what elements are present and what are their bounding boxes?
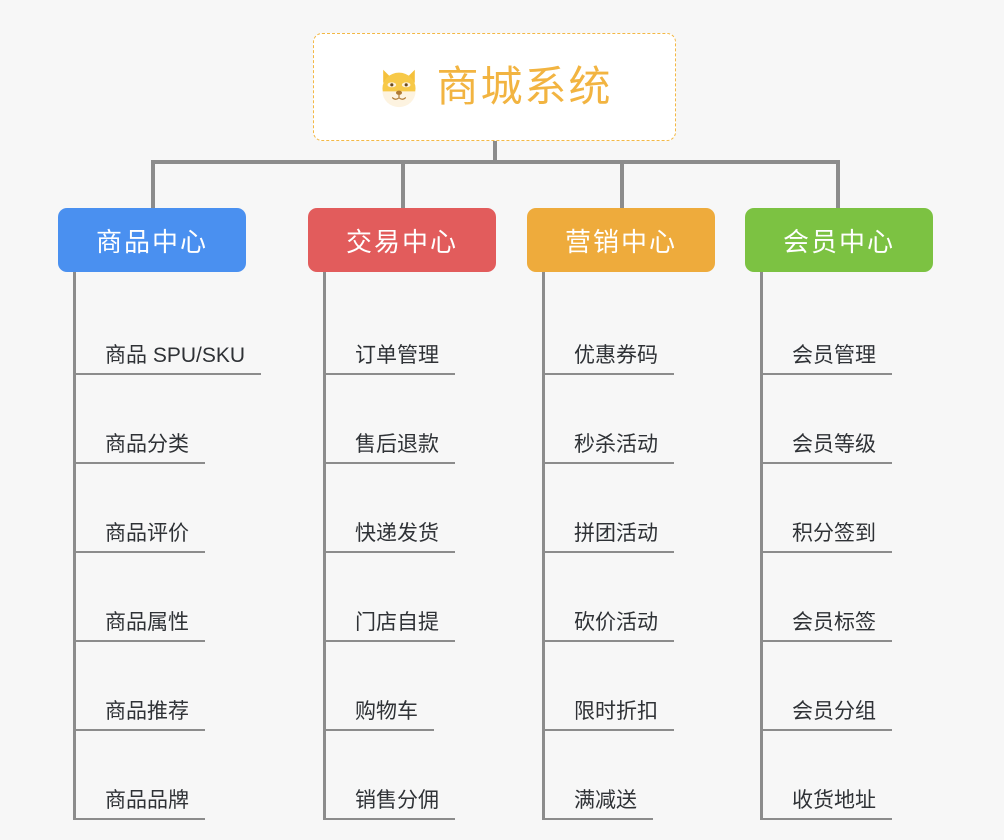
list-item-label: 售后退款 — [355, 432, 439, 456]
list-item[interactable]: 商品推荐 — [75, 642, 246, 731]
list-item[interactable]: 会员管理 — [762, 286, 933, 375]
list-item[interactable]: 秒杀活动 — [544, 375, 715, 464]
list-item[interactable]: 限时折扣 — [544, 642, 715, 731]
list-item[interactable]: 商品 SPU/SKU — [75, 286, 262, 375]
shiba-dog-face-icon — [376, 64, 422, 110]
list-item-label: 砍价活动 — [574, 610, 658, 634]
list-item-label: 优惠券码 — [574, 343, 658, 367]
branch-column-1: 商品中心 商品 SPU/SKU 商品分类 商品评价 商品属性 商品推荐 商品品牌 — [58, 208, 262, 820]
list-item-label: 拼团活动 — [574, 521, 658, 545]
list-item[interactable]: 优惠券码 — [544, 286, 715, 375]
branch-header-2[interactable]: 交易中心 — [308, 208, 496, 272]
list-item[interactable]: 会员标签 — [762, 553, 933, 642]
list-item-label: 商品 SPU/SKU — [105, 343, 246, 367]
branch-header-1[interactable]: 商品中心 — [58, 208, 246, 272]
list-item-label: 收货地址 — [792, 788, 876, 812]
list-item-label: 快递发货 — [355, 521, 439, 545]
list-item-label: 销售分佣 — [355, 788, 439, 812]
list-item-label: 会员等级 — [792, 432, 876, 456]
list-item[interactable]: 快递发货 — [325, 464, 496, 553]
list-item[interactable]: 会员等级 — [762, 375, 933, 464]
list-item[interactable]: 购物车 — [325, 642, 496, 731]
list-item-label: 商品品牌 — [105, 788, 189, 812]
list-item[interactable]: 门店自提 — [325, 553, 496, 642]
list-item[interactable]: 商品品牌 — [75, 731, 246, 820]
branch-title-2: 交易中心 — [345, 226, 458, 257]
list-item-label: 会员分组 — [792, 699, 876, 723]
list-item-label: 购物车 — [355, 699, 418, 723]
list-item-label: 满减送 — [574, 788, 637, 812]
list-item-label: 会员标签 — [792, 610, 876, 634]
list-item[interactable]: 积分签到 — [762, 464, 933, 553]
list-item[interactable]: 满减送 — [544, 731, 715, 820]
branch-title-1: 商品中心 — [95, 226, 208, 257]
list-item[interactable]: 砍价活动 — [544, 553, 715, 642]
root-title: 商城系统 — [436, 63, 613, 110]
connector-root-stem — [493, 141, 497, 163]
list-item[interactable]: 拼团活动 — [544, 464, 715, 553]
list-item-label: 秒杀活动 — [574, 432, 658, 456]
list-item-label: 商品推荐 — [105, 699, 189, 723]
list-item-label: 限时折扣 — [574, 699, 658, 723]
connector-drop-4 — [836, 160, 840, 210]
branch-column-4: 会员中心 会员管理 会员等级 积分签到 会员标签 会员分组 收货地址 — [745, 208, 933, 820]
list-item[interactable]: 商品评价 — [75, 464, 246, 553]
list-item-label: 会员管理 — [792, 343, 876, 367]
connector-drop-3 — [620, 160, 624, 210]
connector-drop-2 — [401, 160, 405, 210]
list-item-label: 门店自提 — [355, 610, 439, 634]
list-item[interactable]: 商品属性 — [75, 553, 246, 642]
branch-items-4: 会员管理 会员等级 积分签到 会员标签 会员分组 收货地址 — [760, 272, 933, 820]
list-item[interactable]: 售后退款 — [325, 375, 496, 464]
branch-header-3[interactable]: 营销中心 — [527, 208, 715, 272]
list-item-label: 商品评价 — [105, 521, 189, 545]
list-item[interactable]: 销售分佣 — [325, 731, 496, 820]
list-item[interactable]: 会员分组 — [762, 642, 933, 731]
list-item-label: 商品属性 — [105, 610, 189, 634]
branch-column-3: 营销中心 优惠券码 秒杀活动 拼团活动 砍价活动 限时折扣 满减送 — [527, 208, 715, 820]
list-item[interactable]: 商品分类 — [75, 375, 246, 464]
branch-title-4: 会员中心 — [782, 226, 895, 257]
list-item-label: 商品分类 — [105, 432, 189, 456]
list-item[interactable]: 收货地址 — [762, 731, 933, 820]
connector-drop-1 — [151, 160, 155, 210]
list-item[interactable]: 订单管理 — [325, 286, 496, 375]
branch-title-3: 营销中心 — [564, 226, 677, 257]
branch-items-3: 优惠券码 秒杀活动 拼团活动 砍价活动 限时折扣 满减送 — [542, 272, 715, 820]
connector-horizontal-bus — [151, 160, 840, 164]
list-item-label: 订单管理 — [355, 343, 439, 367]
branch-items-2: 订单管理 售后退款 快递发货 门店自提 购物车 销售分佣 — [323, 272, 496, 820]
branch-items-1: 商品 SPU/SKU 商品分类 商品评价 商品属性 商品推荐 商品品牌 — [73, 272, 262, 820]
branch-header-4[interactable]: 会员中心 — [745, 208, 933, 272]
branch-column-2: 交易中心 订单管理 售后退款 快递发货 门店自提 购物车 销售分佣 — [308, 208, 496, 820]
list-item-label: 积分签到 — [792, 521, 876, 545]
root-node[interactable]: 商城系统 — [313, 33, 676, 141]
